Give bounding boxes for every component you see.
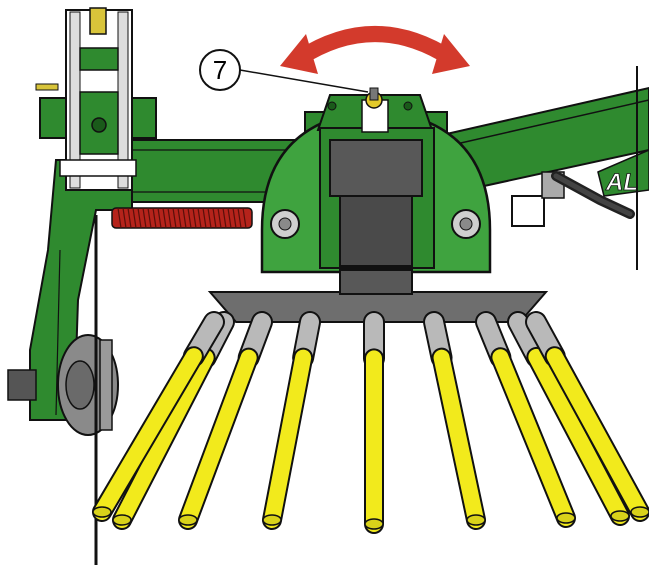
tine-arm (92, 311, 225, 522)
tine-arm (178, 311, 273, 530)
callout-7: 7 (199, 49, 369, 93)
wheel-hub (7, 334, 119, 436)
tine-arm (262, 311, 321, 530)
tension-spring (111, 207, 253, 229)
tine-arm (507, 311, 630, 526)
lock-handle[interactable] (541, 171, 635, 219)
tine-arm (525, 311, 649, 522)
callout-number: 7 (213, 55, 227, 85)
tine-arm (363, 311, 385, 534)
hitch-assembly (35, 7, 157, 191)
tine-arm (475, 311, 576, 528)
brand-logo-text: AL (605, 169, 638, 196)
rotor-gearbox-housing (260, 94, 492, 274)
tine-arm (423, 311, 486, 530)
grease-nipple-icon (365, 87, 383, 109)
rotation-arrow-icon (280, 26, 470, 74)
tine-arms (92, 311, 649, 534)
